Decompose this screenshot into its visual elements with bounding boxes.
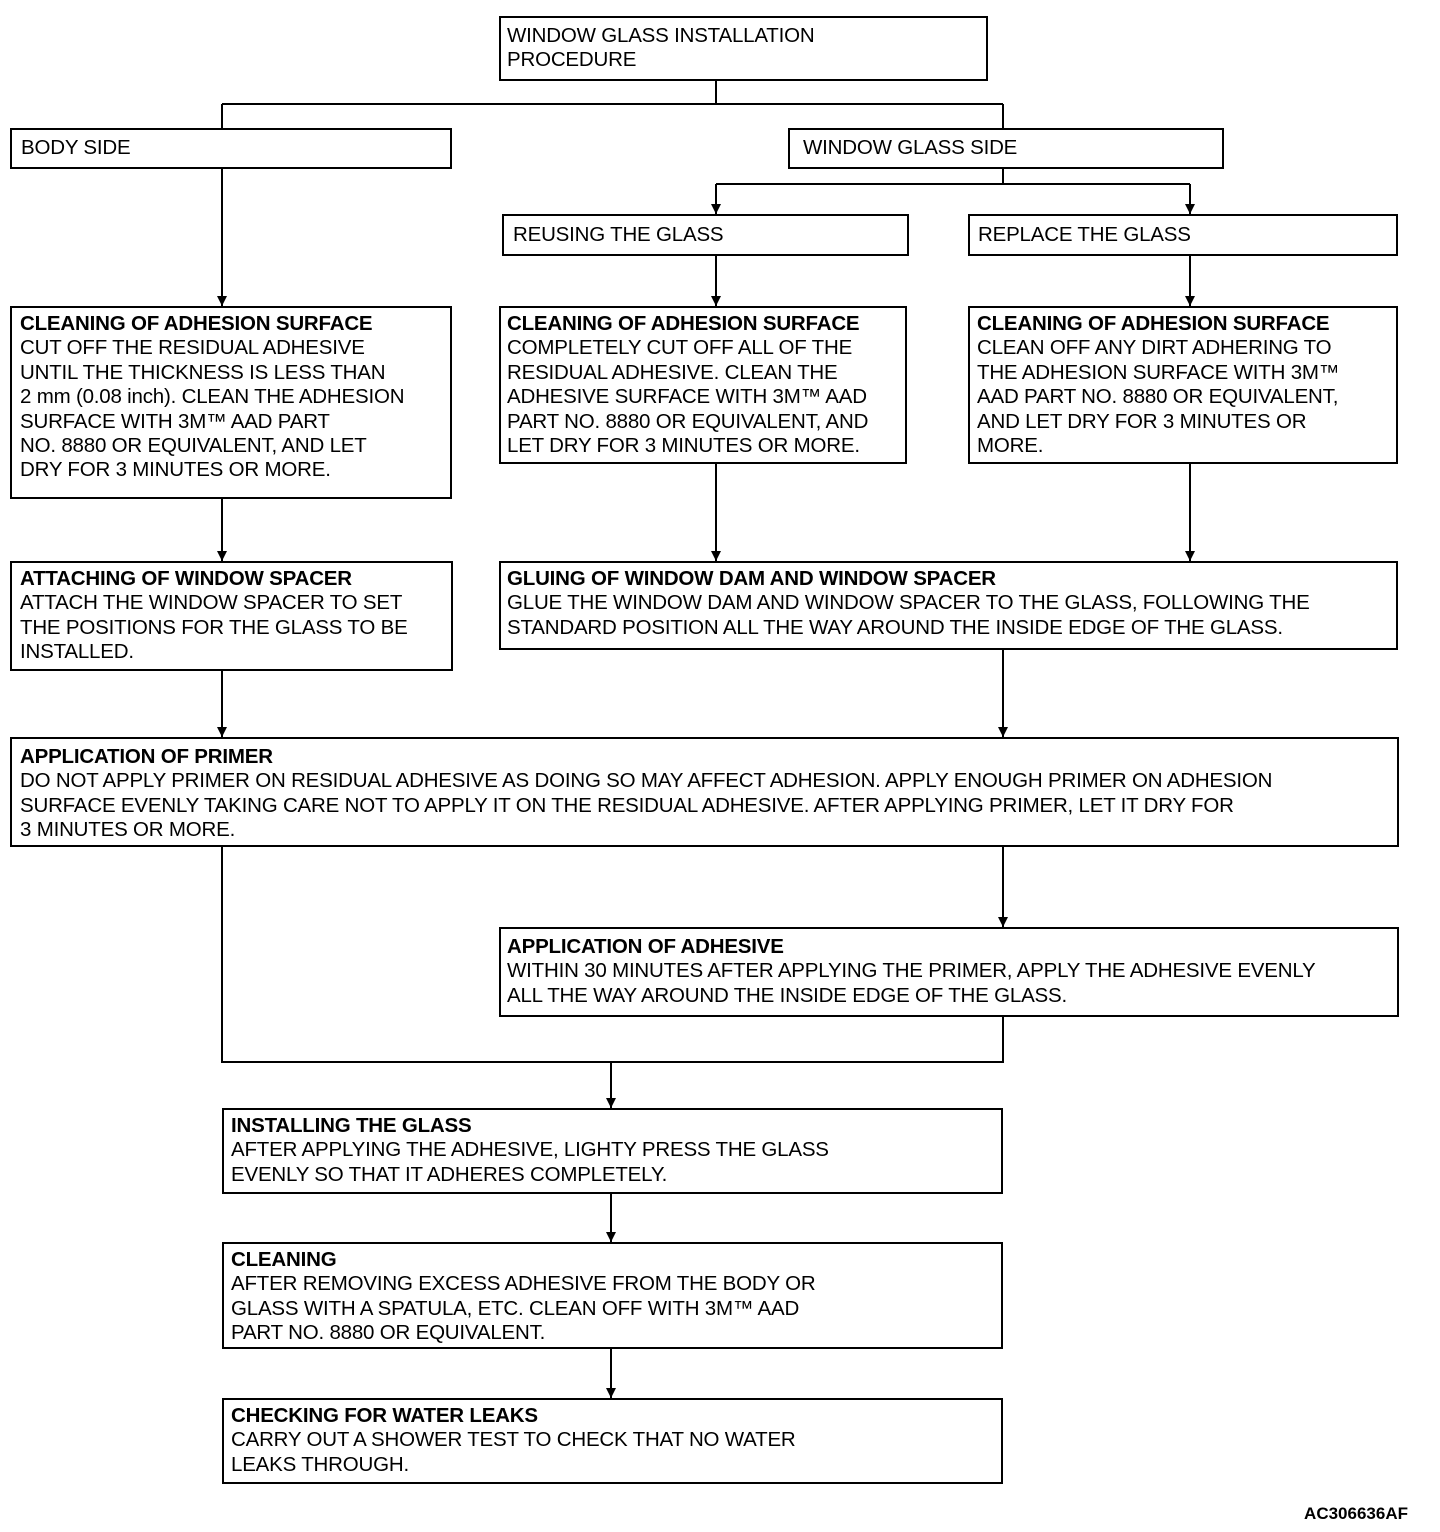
installing-box: INSTALLING THE GLASS AFTER APPLYING THE … <box>222 1108 1003 1194</box>
cleaning-final-title: CLEANING <box>231 1248 337 1271</box>
root-title: WINDOW GLASS INSTALLATION PROCEDURE <box>507 24 815 72</box>
gluing-dam-text: GLUE THE WINDOW DAM AND WINDOW SPACER TO… <box>507 591 1310 639</box>
replace-glass-box: REPLACE THE GLASS <box>968 214 1398 256</box>
replace-glass-title: REPLACE THE GLASS <box>978 223 1191 246</box>
window-glass-side-box: WINDOW GLASS SIDE <box>788 128 1224 169</box>
window-glass-side-title: WINDOW GLASS SIDE <box>803 136 1018 159</box>
reusing-glass-title: REUSING THE GLASS <box>513 223 724 246</box>
water-leaks-box: CHECKING FOR WATER LEAKS CARRY OUT A SHO… <box>222 1398 1003 1484</box>
installing-title: INSTALLING THE GLASS <box>231 1114 472 1137</box>
body-side-title: BODY SIDE <box>21 136 131 159</box>
connector-root-split <box>221 81 1004 128</box>
water-leaks-text: CARRY OUT A SHOWER TEST TO CHECK THAT NO… <box>231 1428 796 1476</box>
reusing-glass-box: REUSING THE GLASS <box>502 214 909 256</box>
cleaning-body-box: CLEANING OF ADHESION SURFACE CUT OFF THE… <box>10 306 452 499</box>
reference-code: AC306636AF <box>1304 1504 1408 1523</box>
attaching-spacer-box: ATTACHING OF WINDOW SPACER ATTACH THE WI… <box>10 561 453 671</box>
connector-merge <box>221 847 1004 1063</box>
cleaning-reuse-text: COMPLETELY CUT OFF ALL OF THE RESIDUAL A… <box>507 336 869 458</box>
cleaning-replace-text: CLEAN OFF ANY DIRT ADHERING TO THE ADHES… <box>977 336 1340 458</box>
adhesive-title: APPLICATION OF ADHESIVE <box>507 935 784 958</box>
cleaning-body-title: CLEANING OF ADHESION SURFACE <box>20 312 373 335</box>
connector-glass-split <box>716 168 1190 185</box>
adhesive-box: APPLICATION OF ADHESIVE WITHIN 30 MINUTE… <box>499 927 1399 1017</box>
cleaning-reuse-box: CLEANING OF ADHESION SURFACE COMPLETELY … <box>499 306 907 464</box>
body-side-box: BODY SIDE <box>10 128 452 169</box>
primer-text: DO NOT APPLY PRIMER ON RESIDUAL ADHESIVE… <box>20 769 1273 842</box>
primer-title: APPLICATION OF PRIMER <box>20 745 273 768</box>
cleaning-replace-box: CLEANING OF ADHESION SURFACE CLEAN OFF A… <box>968 306 1398 464</box>
gluing-dam-box: GLUING OF WINDOW DAM AND WINDOW SPACER G… <box>499 561 1398 650</box>
adhesive-text: WITHIN 30 MINUTES AFTER APPLYING THE PRI… <box>507 959 1316 1007</box>
installing-text: AFTER APPLYING THE ADHESIVE, LIGHTY PRES… <box>231 1138 829 1186</box>
cleaning-replace-title: CLEANING OF ADHESION SURFACE <box>977 312 1330 335</box>
root-box: WINDOW GLASS INSTALLATION PROCEDURE <box>499 16 988 81</box>
attaching-spacer-title: ATTACHING OF WINDOW SPACER <box>20 567 352 590</box>
water-leaks-title: CHECKING FOR WATER LEAKS <box>231 1404 538 1427</box>
cleaning-final-box: CLEANING AFTER REMOVING EXCESS ADHESIVE … <box>222 1242 1003 1349</box>
cleaning-body-text: CUT OFF THE RESIDUAL ADHESIVE UNTIL THE … <box>20 336 405 482</box>
attaching-spacer-text: ATTACH THE WINDOW SPACER TO SET THE POSI… <box>20 591 408 664</box>
cleaning-reuse-title: CLEANING OF ADHESION SURFACE <box>507 312 860 335</box>
cleaning-final-text: AFTER REMOVING EXCESS ADHESIVE FROM THE … <box>231 1272 816 1345</box>
primer-box: APPLICATION OF PRIMER DO NOT APPLY PRIME… <box>10 737 1399 847</box>
gluing-dam-title: GLUING OF WINDOW DAM AND WINDOW SPACER <box>507 567 996 590</box>
